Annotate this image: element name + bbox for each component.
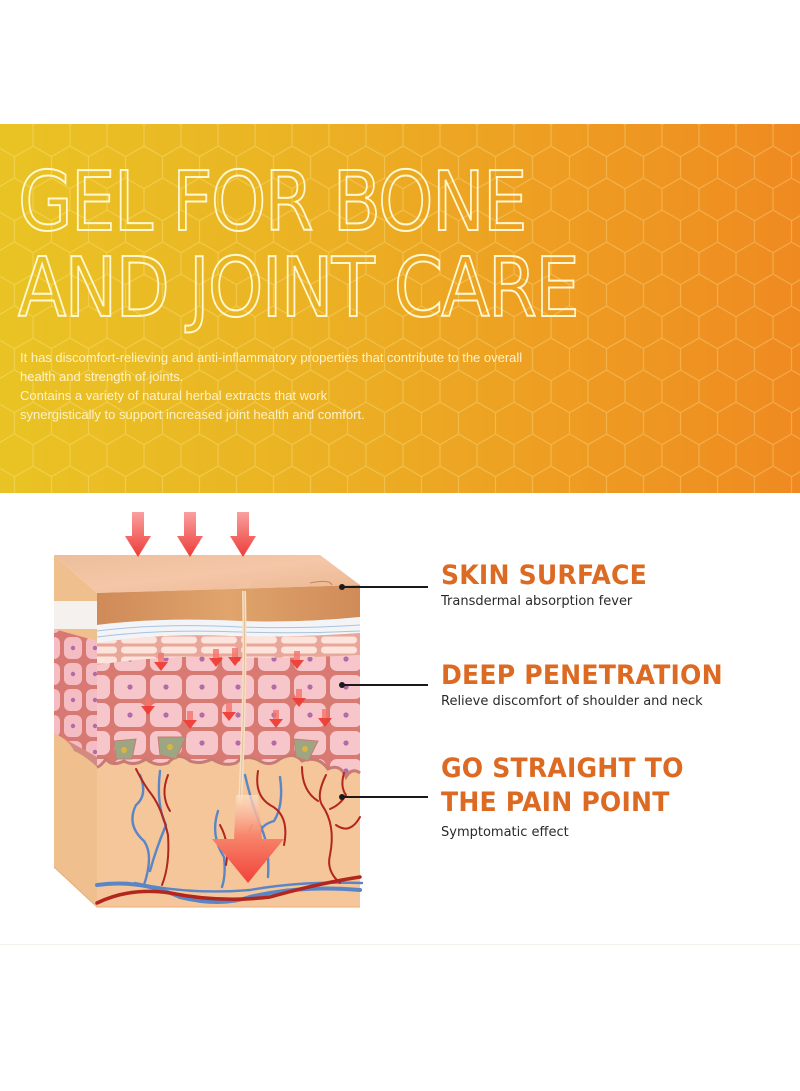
- feature-subtitle: Symptomatic effect: [441, 825, 569, 840]
- skin-surface-top: [54, 555, 360, 593]
- feature-skin-surface: SKIN SURFACE Transdermal absorption feve…: [441, 559, 662, 611]
- arrow-down-icon: [125, 512, 151, 557]
- description-line: synergistically to support increased joi…: [20, 407, 365, 422]
- headline-line-2: AND JOINT CARE: [17, 241, 580, 336]
- headline-line-1: GEL FOR BONE: [17, 155, 528, 250]
- top-arrows: [125, 512, 256, 557]
- headline: GEL FOR BONE AND JOINT CARE: [17, 155, 620, 336]
- honeycomb-pattern: [0, 124, 800, 493]
- feature-title: SKIN SURFACE: [441, 560, 647, 591]
- skin-surface-band: [97, 585, 360, 625]
- leader-line-pain-point: [342, 796, 428, 798]
- feature-deep-penetration: DEEP PENETRATION Relieve discomfort of s…: [441, 659, 744, 711]
- leader-line-deep-penetration: [342, 684, 428, 686]
- hero-banner: GEL FOR BONE AND JOINT CARE It has disco…: [0, 124, 800, 493]
- divider: [0, 944, 800, 945]
- feature-title: THE PAIN POINT: [441, 787, 670, 818]
- leader-line-skin-surface: [342, 586, 428, 588]
- description-line: It has discomfort-relieving and anti-inf…: [20, 350, 523, 365]
- description-line: Contains a variety of natural herbal ext…: [20, 388, 328, 403]
- arrow-down-icon: [230, 512, 256, 557]
- skin-cross-section-illustration: [53, 512, 364, 908]
- description-line: health and strength of joints.: [20, 369, 184, 384]
- feature-subtitle: Transdermal absorption fever: [441, 594, 633, 609]
- feature-title: DEEP PENETRATION: [441, 660, 723, 691]
- feature-subtitle: Relieve discomfort of shoulder and neck: [441, 694, 703, 709]
- arrow-down-icon: [177, 512, 203, 557]
- feature-title: GO STRAIGHT TO: [441, 753, 684, 784]
- banner-description: It has discomfort-relieving and anti-inf…: [20, 348, 660, 424]
- large-arrow-down-icon: [212, 795, 284, 883]
- feature-pain-point: GO STRAIGHT TO THE PAIN POINT Symptomati…: [441, 752, 702, 842]
